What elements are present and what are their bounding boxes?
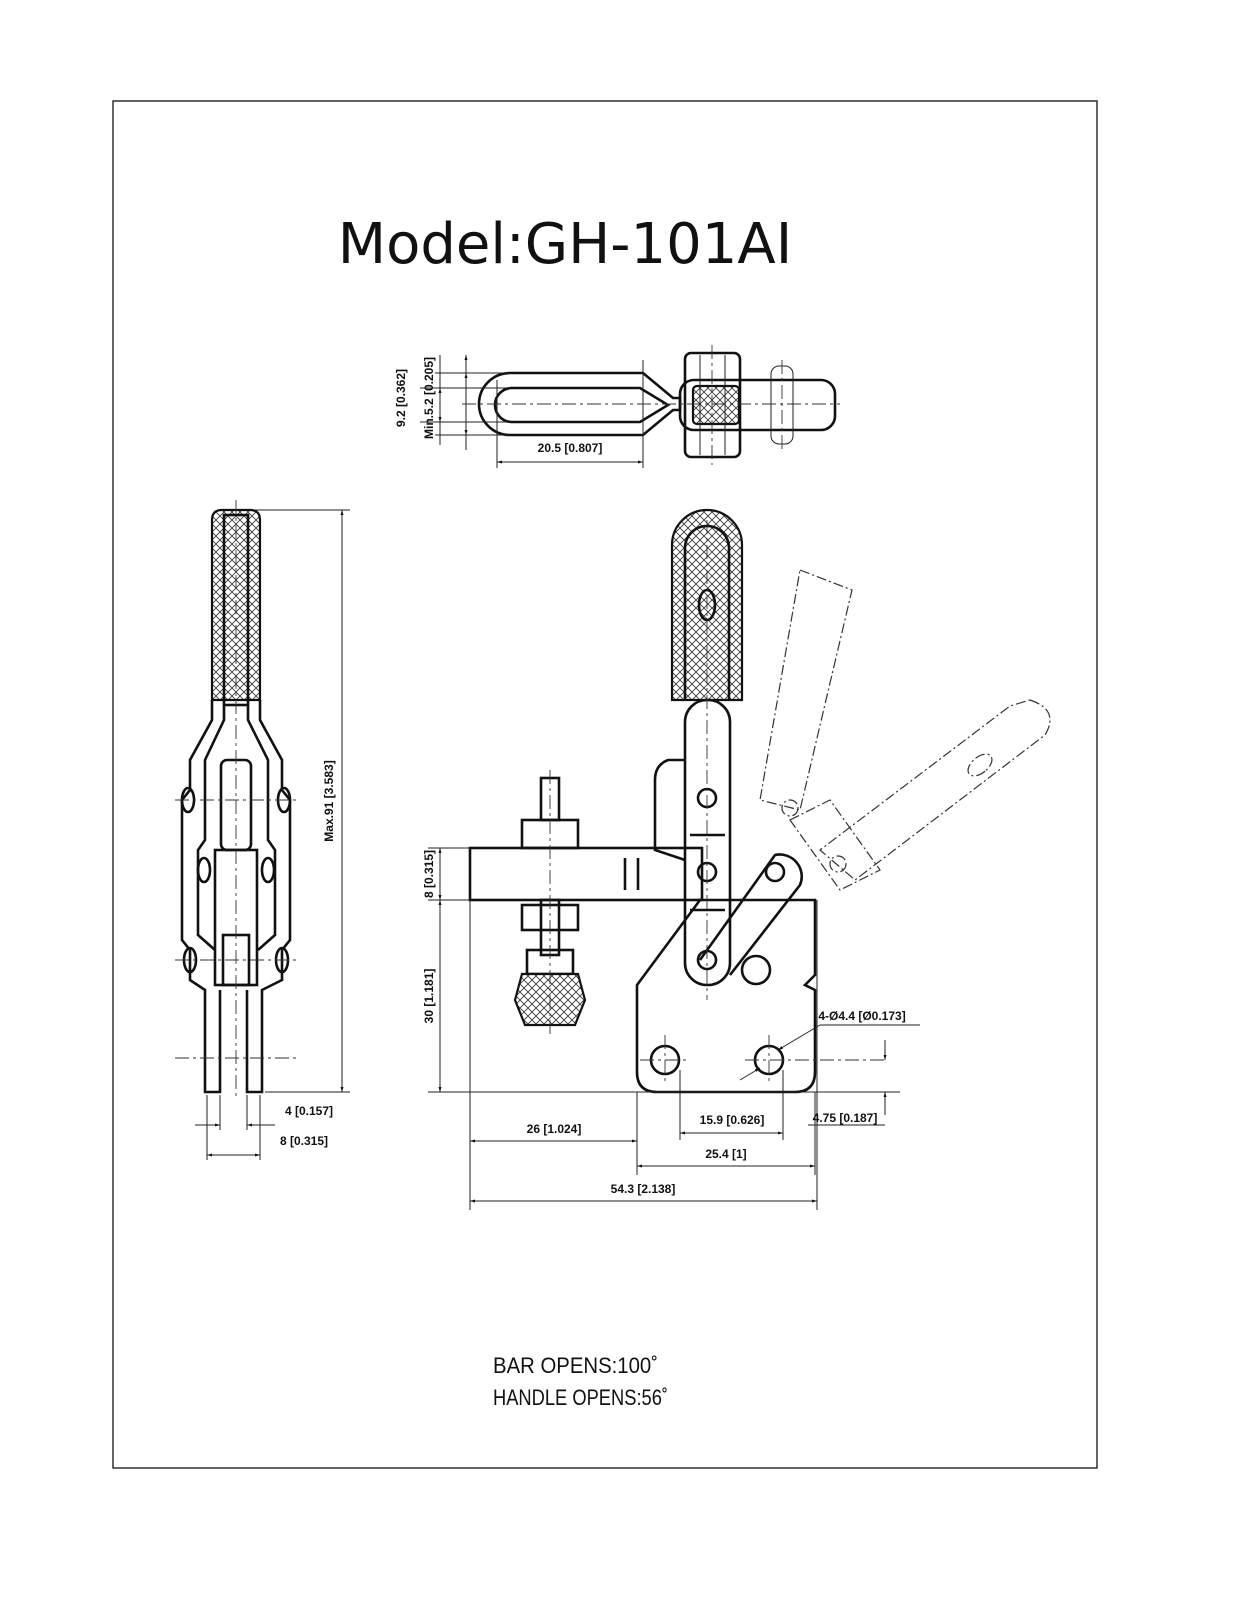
dim-hole-offset: 4.75 [0.187] xyxy=(813,1111,878,1125)
top-view: 9.2 [0.362] Min.5.2 [0.205] 20.5 [0.807] xyxy=(394,345,840,468)
drawing-border xyxy=(112,100,1098,1469)
dim-bar-reach: 26 [1.024] xyxy=(527,1122,582,1136)
dim-bar-thickness: 8 [0.315] xyxy=(422,850,436,898)
dim-top-length: 20.5 [0.807] xyxy=(538,441,603,455)
side-view: Max.91 [3.583] 4 [0.157] 8 [0.315] xyxy=(175,500,350,1160)
dim-side-4: 4 [0.157] xyxy=(285,1104,333,1118)
dim-top-min: Min.5.2 [0.205] xyxy=(422,357,436,439)
model-title: Model:GH-101AI xyxy=(338,212,792,277)
dim-hole-spacing: 15.9 [0.626] xyxy=(700,1113,765,1127)
phantom-handle xyxy=(759,569,1051,891)
dim-hole-diameter: 4-Ø4.4 [Ø0.173] xyxy=(818,1009,905,1023)
dim-base-width: 25.4 [1] xyxy=(705,1147,746,1161)
dim-top-width: 9.2 [0.362] xyxy=(394,369,408,427)
dim-overall-length: 54.3 [2.138] xyxy=(611,1182,676,1196)
dim-side-height: Max.91 [3.583] xyxy=(322,760,336,841)
note-handle-opens: HANDLE OPENS:56˚ xyxy=(493,1385,668,1410)
dim-side-8: 8 [0.315] xyxy=(280,1134,328,1148)
note-bar-opens: BAR OPENS:100˚ xyxy=(493,1353,658,1378)
dim-base-height: 30 [1.181] xyxy=(422,969,436,1024)
front-view: 8 [0.315] 30 [1.181] 26 [1.024] 15.9 [0.… xyxy=(422,508,1051,1210)
